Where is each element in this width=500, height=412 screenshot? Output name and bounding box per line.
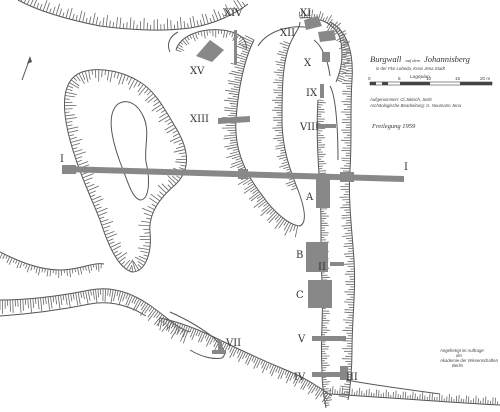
scale-tick-15: 15	[455, 76, 461, 81]
trench-V	[312, 336, 346, 341]
label-III: III	[346, 372, 358, 383]
upper-slope-band	[17, 0, 249, 31]
label-XI: XI	[300, 8, 311, 19]
label-A: A	[305, 192, 314, 203]
label-VIII: VIII	[299, 122, 319, 133]
stamp-line-2: der	[456, 353, 463, 358]
lower-slope	[157, 311, 500, 406]
stamp-line-1: Angefertigt im Auftrage	[439, 348, 484, 353]
label-XII: XII	[280, 28, 295, 39]
trench-IV	[312, 372, 346, 377]
commission-stamp: Angefertigt im Auftrage der Akademie der…	[439, 348, 499, 368]
label-I-left: I	[60, 154, 64, 165]
trench-labels: I I A B C II V IV III VIII IX X XI XII X…	[60, 8, 408, 383]
label-B: B	[296, 250, 303, 261]
trench-II	[330, 262, 344, 266]
main-rampart	[316, 21, 356, 409]
north-arrow-icon	[21, 56, 32, 81]
map-title: Burgwall auf dem Johannisberg	[370, 54, 470, 64]
trenches	[62, 16, 404, 380]
stamp-line-3: Akademie der Wissenschaften	[439, 358, 499, 363]
trench-VIII	[316, 124, 336, 128]
stamp-line-4: Berlin	[452, 363, 464, 368]
credit-survey: Aufgenommen: Cl.Jokisch, Seitz	[369, 97, 433, 102]
trench-XI	[304, 16, 322, 30]
lower-left-slope	[0, 251, 191, 344]
trench-B	[306, 242, 328, 272]
credits: Aufgenommen: Cl.Jokisch, Seitz Archäolog…	[369, 97, 462, 108]
trench-IX	[320, 84, 324, 98]
label-X: X	[304, 58, 312, 69]
label-II: II	[318, 262, 326, 273]
label-VII: VII	[225, 338, 241, 349]
scale-bar: 0 5 10 15 20 m	[368, 76, 493, 86]
trench-VII	[218, 340, 222, 354]
label-I-right: I	[404, 162, 408, 173]
map-legend-word: Lageplan	[410, 74, 430, 80]
label-XIV: XIV	[224, 8, 243, 19]
trench-III	[340, 366, 348, 380]
scale-tick-10: 10	[426, 76, 432, 81]
trench-I-left-block	[62, 165, 76, 174]
trench-XIII	[218, 116, 250, 124]
label-V: V	[297, 334, 306, 345]
label-IX: IX	[306, 88, 318, 99]
scale-tick-20: 20 m	[480, 76, 490, 81]
trench-C	[308, 280, 332, 308]
scale-tick-5: 5	[398, 76, 401, 81]
trench-I-right-block	[340, 172, 354, 182]
left-spur	[63, 69, 188, 273]
title-block: Burgwall auf dem Johannisberg in der Flu…	[370, 54, 470, 80]
trench-XIV	[234, 30, 237, 64]
trench-X	[322, 52, 330, 62]
excavation-year: Freilegung 1959	[371, 123, 416, 130]
label-XV: XV	[190, 66, 205, 77]
trench-A	[316, 178, 330, 208]
trench-XV	[196, 40, 224, 62]
map-subtitle: in der Flur Lobeda, Kreis Jena Stadt	[376, 66, 446, 71]
label-XIII: XIII	[190, 114, 209, 125]
credit-archaeology: Archäologische Bearbeitung: G. Neumann J…	[369, 103, 462, 108]
trench-XII	[318, 30, 336, 42]
label-IV: IV	[294, 372, 306, 383]
scale-tick-0: 0	[368, 76, 371, 81]
trench-VII-b	[212, 350, 226, 354]
label-C: C	[296, 290, 304, 301]
trench-I-mid-block	[238, 169, 248, 179]
